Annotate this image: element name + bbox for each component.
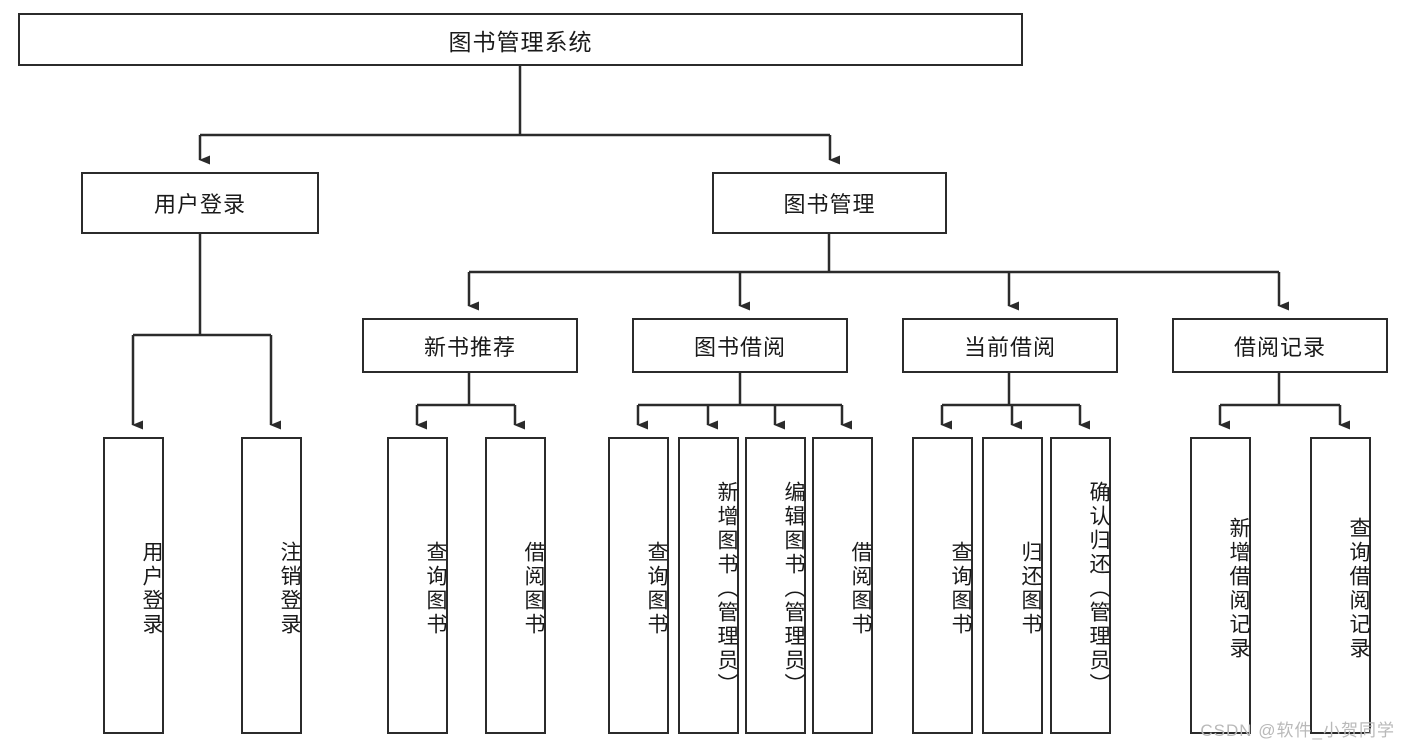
node-root-label: 图书管理系统 [448,28,593,55]
node-leaf-return-book-label: 归还图书 [1019,540,1042,637]
node-book-management[interactable]: 图书管理 [712,172,947,234]
node-user-login[interactable]: 用户登录 [81,172,319,234]
node-leaf-borrow-book-recommend-label: 借阅图书 [522,540,545,637]
node-leaf-borrow-book-recommend[interactable]: 借阅图书 [485,437,546,734]
node-leaf-query-book-borrow-label: 查询图书 [645,540,668,637]
node-leaf-user-login[interactable]: 用户登录 [103,437,164,734]
node-book-borrow[interactable]: 图书借阅 [632,318,848,373]
node-leaf-add-book-admin-label: 新增图书（管理员） [715,480,738,697]
node-leaf-query-book-recommend-label: 查询图书 [424,540,447,637]
node-leaf-add-book-admin[interactable]: 新增图书（管理员） [678,437,739,734]
node-leaf-add-borrow-record-label: 新增借阅记录 [1227,516,1250,661]
node-current-borrow[interactable]: 当前借阅 [902,318,1118,373]
node-leaf-query-book-current[interactable]: 查询图书 [912,437,973,734]
node-leaf-query-borrow-record-label: 查询借阅记录 [1347,516,1370,661]
node-root[interactable]: 图书管理系统 [18,13,1023,66]
node-leaf-confirm-return-admin-label: 确认归还（管理员） [1087,480,1110,697]
node-leaf-return-book[interactable]: 归还图书 [982,437,1043,734]
node-current-borrow-label: 当前借阅 [963,334,1056,360]
node-borrow-record[interactable]: 借阅记录 [1172,318,1388,373]
node-user-login-label: 用户登录 [153,192,246,217]
node-new-book-recommend-label: 新书推荐 [423,334,516,360]
node-leaf-borrow-book-label: 借阅图书 [849,540,872,637]
node-leaf-query-borrow-record[interactable]: 查询借阅记录 [1310,437,1371,734]
node-leaf-logout[interactable]: 注销登录 [241,437,302,734]
node-new-book-recommend[interactable]: 新书推荐 [362,318,578,373]
node-borrow-record-label: 借阅记录 [1233,334,1326,360]
node-leaf-query-book-recommend[interactable]: 查询图书 [387,437,448,734]
node-book-borrow-label: 图书借阅 [693,334,786,360]
node-leaf-add-borrow-record[interactable]: 新增借阅记录 [1190,437,1251,734]
node-leaf-user-login-label: 用户登录 [140,540,163,637]
node-leaf-edit-book-admin-label: 编辑图书（管理员） [782,480,805,697]
csdn-watermark: CSDN @软件_小贺同学 [1200,721,1395,740]
node-leaf-query-book-borrow[interactable]: 查询图书 [608,437,669,734]
node-leaf-logout-label: 注销登录 [278,540,301,637]
node-book-management-label: 图书管理 [783,192,876,217]
node-leaf-edit-book-admin[interactable]: 编辑图书（管理员） [745,437,806,734]
node-leaf-confirm-return-admin[interactable]: 确认归还（管理员） [1050,437,1111,734]
node-leaf-borrow-book[interactable]: 借阅图书 [812,437,873,734]
node-leaf-query-book-current-label: 查询图书 [949,540,972,637]
